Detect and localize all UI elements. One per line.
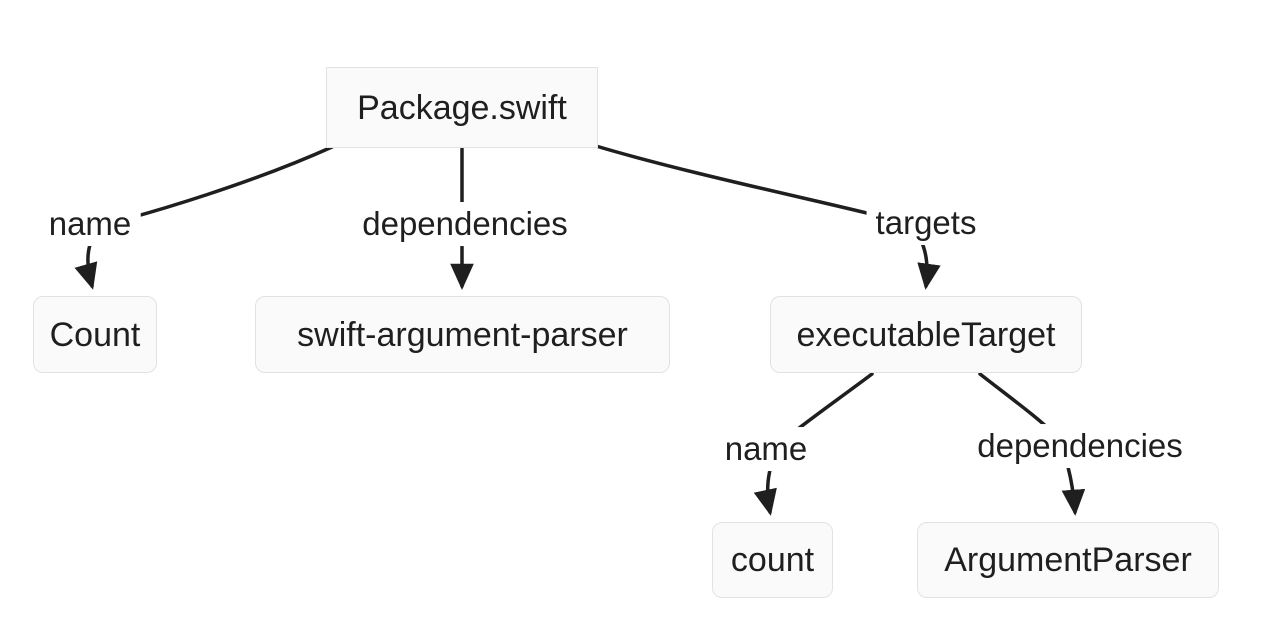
edge-label-dependencies-top: dependencies bbox=[353, 202, 577, 246]
node-count-product: Count bbox=[33, 296, 157, 373]
edge-label-targets: targets bbox=[866, 201, 986, 245]
edge-package-to-executable-target bbox=[594, 144, 941, 290]
edge-label-dependencies-bottom: dependencies bbox=[968, 424, 1192, 468]
node-package-swift: Package.swift bbox=[326, 67, 598, 148]
node-executable-target: executableTarget bbox=[770, 296, 1082, 373]
edge-label-name-top: name bbox=[39, 202, 141, 246]
node-count-target: count bbox=[712, 522, 833, 598]
node-swift-argument-parser: swift-argument-parser bbox=[255, 296, 670, 373]
edge-label-name-bottom: name bbox=[715, 427, 817, 471]
node-argument-parser: ArgumentParser bbox=[917, 522, 1219, 598]
